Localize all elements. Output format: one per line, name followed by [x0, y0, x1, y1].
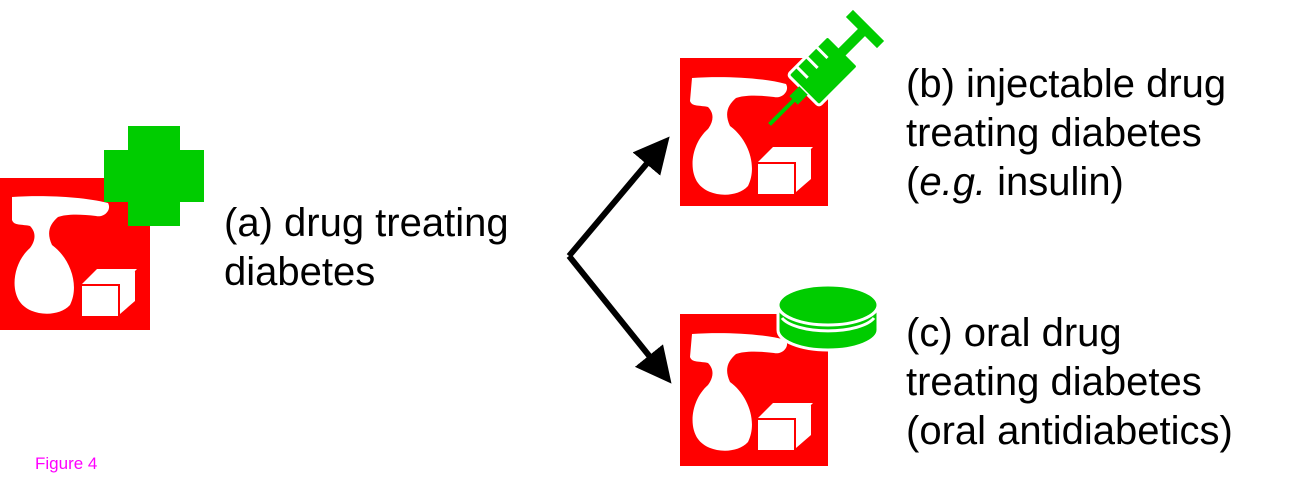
box-symbol	[758, 147, 813, 194]
label-b-line3-em: e.g.	[919, 160, 987, 204]
label-a-line2: diabetes	[224, 250, 376, 294]
injectable-drug-icon	[680, 9, 885, 206]
arrow-to-injectable	[566, 136, 670, 258]
box-symbol	[82, 269, 137, 316]
label-a-line1: (a) drug treating	[224, 201, 509, 245]
label-c-line2: treating diabetes	[906, 360, 1202, 404]
label-b-line2: treating diabetes	[906, 111, 1202, 155]
label-b-line3-prefix: (	[906, 160, 920, 204]
label-drug-treating-diabetes: (a) drug treating diabetes	[224, 199, 509, 297]
box-symbol	[758, 403, 813, 450]
pill-icon	[776, 283, 880, 352]
main-drug-icon	[0, 126, 204, 330]
plus-icon	[104, 126, 204, 226]
oral-drug-icon	[680, 283, 880, 466]
label-injectable-drug: (b) injectable drug treating diabetes (e…	[906, 60, 1226, 207]
label-b-line3: (e.g. insulin)	[906, 158, 1226, 207]
flask-symbol	[690, 333, 788, 451]
syringe-icon	[768, 9, 885, 126]
label-c-line1: (c) oral drug	[906, 311, 1122, 355]
arrow-to-oral	[566, 254, 672, 384]
label-c-line3: (oral antidiabetics)	[906, 409, 1233, 453]
branch-arrows	[566, 136, 672, 384]
flask-symbol	[12, 196, 110, 314]
label-b-line1: (b) injectable drug	[906, 62, 1227, 106]
flask-symbol	[690, 77, 788, 195]
figure-caption: Figure 4	[35, 454, 98, 473]
label-b-line3-suffix: insulin)	[986, 160, 1124, 204]
label-oral-drug: (c) oral drug treating diabetes (oral an…	[906, 309, 1233, 456]
